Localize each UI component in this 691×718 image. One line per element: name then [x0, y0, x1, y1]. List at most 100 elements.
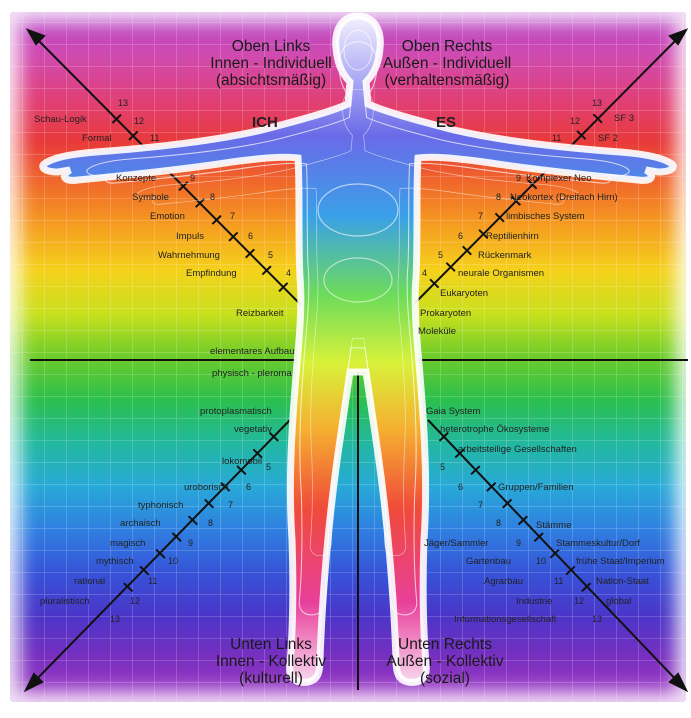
ll-label: lokomobil — [222, 456, 262, 467]
lr-number: 11 — [554, 576, 563, 586]
lower-left-title-line2: Innen - Kollektiv — [196, 653, 346, 670]
upper-left-title-line2: Innen - Individuell — [196, 55, 346, 72]
lr-label: Stämme — [536, 520, 571, 531]
ur-label: Prokaryoten — [420, 308, 471, 319]
ll-number: 12 — [130, 596, 140, 606]
ul-label: Formal — [82, 133, 112, 144]
lr-number: 13 — [592, 614, 602, 624]
lr-number: 8 — [496, 518, 501, 528]
upper-right-title-line1: Oben Rechts — [372, 38, 522, 55]
ur-number: 13 — [592, 98, 602, 108]
ul-number: 6 — [248, 231, 253, 241]
center-right-label: arbeitsteilige Gesellschaften — [458, 444, 577, 455]
ul-label: Empfindung — [186, 268, 237, 279]
center-right-label: heterotrophe Ökosysteme — [440, 424, 549, 435]
ll-number: 11 — [148, 576, 157, 586]
lr-number: 10 — [536, 556, 546, 566]
lr-number: 9 — [516, 538, 521, 548]
ul-label: Wahrnehmung — [158, 250, 220, 261]
ul-label: Reizbarkeit — [236, 308, 284, 319]
lr-label: Industrie — [516, 596, 552, 607]
ul-number: 11 — [150, 133, 159, 143]
lr-number: 5 — [440, 462, 445, 472]
lower-right-title-line1: Unten Rechts — [370, 636, 520, 653]
lr-number: 7 — [478, 500, 483, 510]
ul-number: 13 — [118, 98, 128, 108]
lr-label: Jäger/Sammler — [424, 538, 488, 549]
ll-label: archaisch — [120, 518, 161, 529]
lower-right-title-line3: (sozial) — [370, 670, 520, 687]
ur-label: Rückenmark — [478, 250, 531, 261]
ll-number: 13 — [110, 614, 120, 624]
ur-number: 8 — [496, 192, 501, 202]
lower-left-title: Unten Links Innen - Kollektiv (kulturell… — [196, 636, 346, 687]
lr-number: 6 — [458, 482, 463, 492]
ul-number: 8 — [210, 192, 215, 202]
ll-label: rational — [74, 576, 105, 587]
ur-label: Eukaryoten — [440, 288, 488, 299]
lr-number: 12 — [574, 596, 584, 606]
ur-number: 9 — [516, 173, 521, 183]
ur-number: 4 — [422, 268, 427, 278]
ul-label: Symbole — [132, 192, 169, 203]
upper-right-title: Oben Rechts Außen - Individuell (verhalt… — [372, 38, 522, 89]
center-label: elementares Aufbau — [210, 346, 295, 357]
ul-label: Konzepte — [116, 173, 156, 184]
ur-number: 5 — [438, 250, 443, 260]
ur-number: 12 — [570, 116, 580, 126]
upper-right-title-line2: Außen - Individuell — [372, 55, 522, 72]
ll-number: 10 — [168, 556, 178, 566]
ul-number: 4 — [286, 268, 291, 278]
ur-label: neurale Organismen — [458, 268, 544, 279]
ul-label: Schau-Logik — [34, 114, 87, 125]
upper-left-title: Oben Links Innen - Individuell (absichts… — [196, 38, 346, 89]
ur-label: Reptilienhirn — [486, 231, 539, 242]
lr-label: Agrarbau — [484, 576, 523, 587]
ll-number: 8 — [208, 518, 213, 528]
upper-right-title-line3: (verhaltensmäßig) — [372, 72, 522, 89]
ur-number: 11 — [552, 133, 561, 143]
center-right-label: Gaia System — [426, 406, 480, 417]
ich-label: ICH — [252, 114, 278, 131]
center-label: physisch - pleroma — [212, 368, 292, 379]
lr-label: Informationsgesellschaft — [454, 614, 556, 625]
lower-right-title-line2: Außen - Kollektiv — [370, 653, 520, 670]
ur-label: SF 2 — [598, 133, 618, 144]
ul-number: 9 — [190, 173, 195, 183]
lr-label: frühe Staat/Imperium — [576, 556, 665, 567]
ur-label: Moleküle — [418, 326, 456, 337]
es-label: ES — [436, 114, 456, 131]
ul-label: Emotion — [150, 211, 185, 222]
ll-label: pluralistisch — [40, 596, 90, 607]
ur-label: limbisches System — [506, 211, 585, 222]
ul-label: Impuls — [176, 231, 204, 242]
lower-left-title-line1: Unten Links — [196, 636, 346, 653]
ll-label: uroborisch — [184, 482, 228, 493]
lr-label: Nation-Staat — [596, 576, 649, 587]
ll-number: 9 — [188, 538, 193, 548]
ll-number: 6 — [246, 482, 251, 492]
ur-label: Neokortex (Dreifach Hirn) — [510, 192, 618, 203]
center-label: vegetativ — [234, 424, 272, 435]
ur-label: SF 3 — [614, 113, 634, 124]
lower-left-title-line3: (kulturell) — [196, 670, 346, 687]
lr-label: Stammeskultur/Dorf — [556, 538, 640, 549]
lower-right-title: Unten Rechts Außen - Kollektiv (sozial) — [370, 636, 520, 687]
ur-label: Komplexer Neo — [526, 173, 591, 184]
lr-label: global — [606, 596, 631, 607]
ul-number: 5 — [268, 250, 273, 260]
ll-number: 7 — [228, 500, 233, 510]
upper-left-title-line1: Oben Links — [196, 38, 346, 55]
ur-number: 6 — [458, 231, 463, 241]
lr-label: Gruppen/Familien — [498, 482, 574, 493]
ur-number: 7 — [478, 211, 483, 221]
ul-number: 12 — [134, 116, 144, 126]
upper-left-title-line3: (absichtsmäßig) — [196, 72, 346, 89]
ul-number: 7 — [230, 211, 235, 221]
center-label: protoplasmatisch — [200, 406, 272, 417]
ll-label: typhonisch — [138, 500, 183, 511]
ll-label: magisch — [110, 538, 145, 549]
ll-label: mythisch — [96, 556, 133, 567]
